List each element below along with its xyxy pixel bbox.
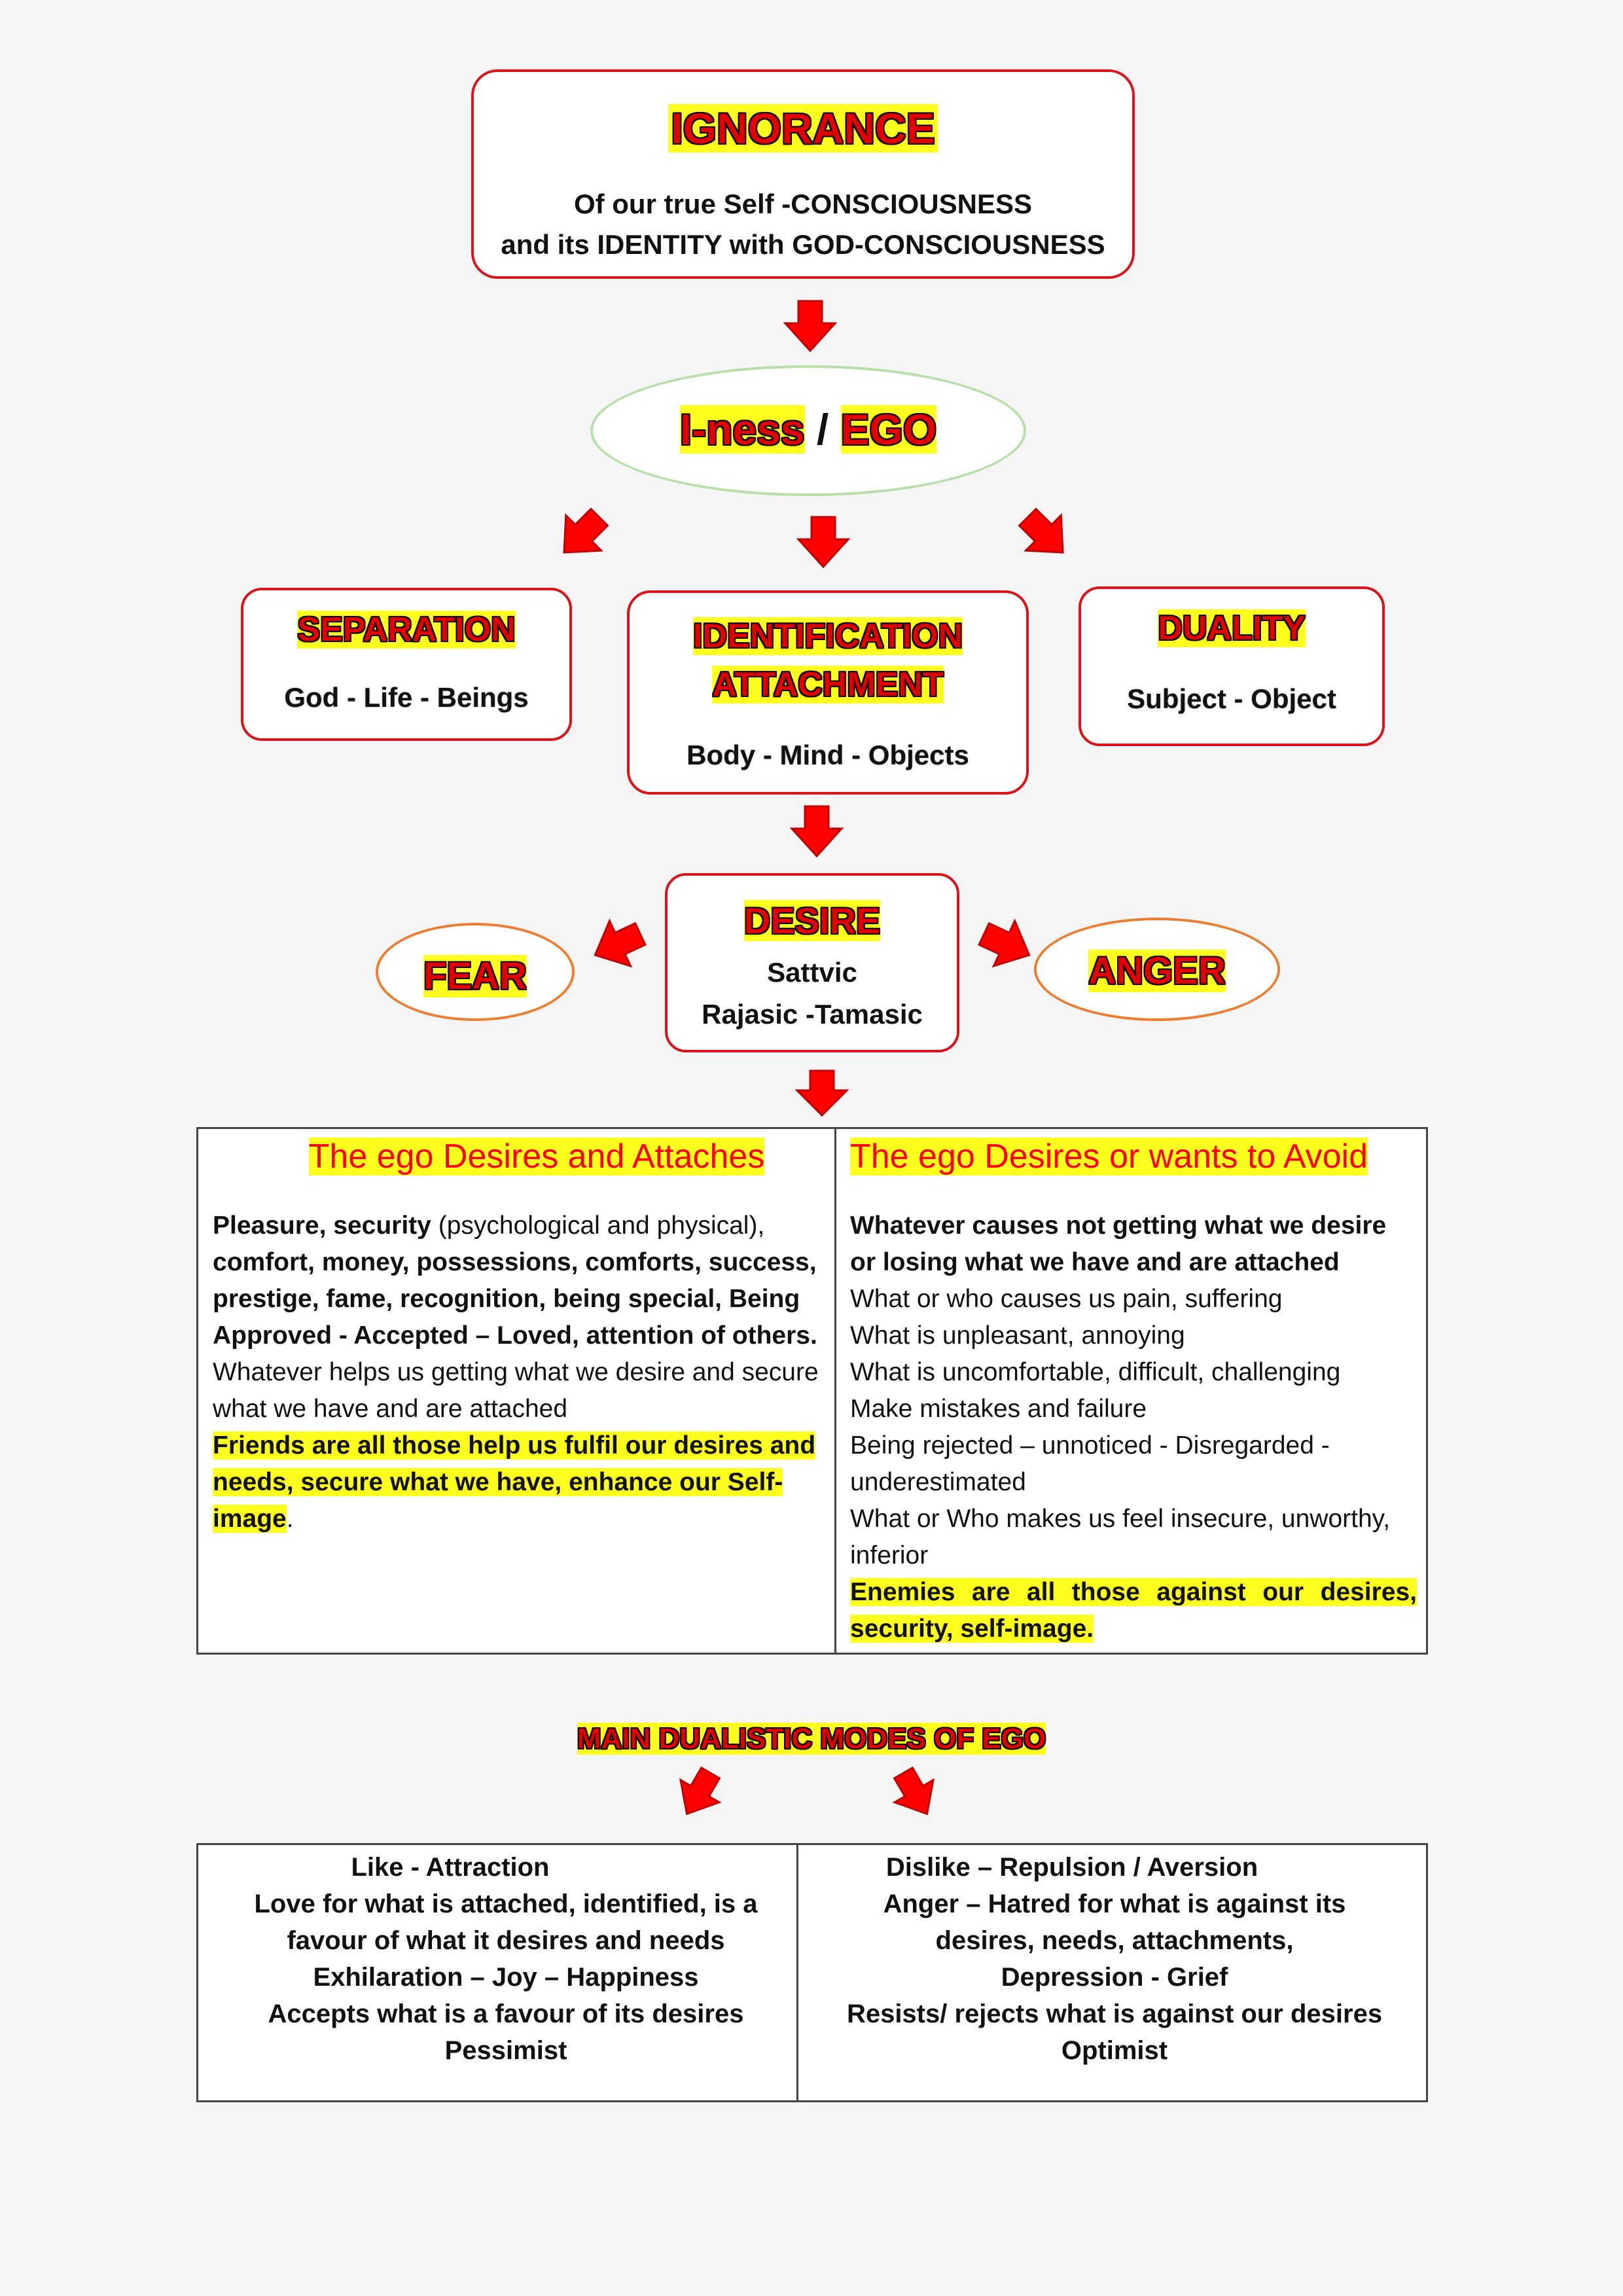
separation-title: SEPARATION: [297, 611, 516, 649]
avoid-line: What or who causes us pain, suffering: [850, 1285, 1283, 1313]
avoid-column: The ego Desires or wants to Avoid Whatev…: [850, 1129, 1417, 1647]
arrow-down-icon: [794, 1069, 849, 1117]
avoid-heading: The ego Desires or wants to Avoid: [850, 1138, 1368, 1175]
dislike-line4: Resists/ rejects what is against our des…: [846, 2000, 1383, 2028]
ego-separator: /: [804, 405, 841, 454]
fear-title: FEAR: [423, 955, 527, 997]
duality-box: DUALITY Subject - Object: [1079, 586, 1385, 746]
arrow-down-left-icon: [563, 507, 609, 554]
arrow-down-right-icon: [1018, 507, 1064, 554]
like-line1: Like - Attraction: [351, 1853, 550, 1882]
attaches-bold2: comfort, money, possessions, comforts, s…: [213, 1248, 817, 1350]
avoid-line: Being rejected – unnoticed - Disregarded…: [850, 1431, 1330, 1496]
duality-title: DUALITY: [1158, 609, 1306, 647]
desires-table: The ego Desires and Attaches Pleasure, s…: [196, 1127, 1428, 1655]
dislike-line1: Dislike – Repulsion / Aversion: [885, 1853, 1258, 1882]
dislike-column: Dislike – Repulsion / Aversion Anger – H…: [813, 1849, 1416, 2069]
ignorance-box: IGNORANCE Of our true Self -CONSCIOUSNES…: [471, 69, 1135, 279]
dislike-line3: Depression - Grief: [1001, 1963, 1228, 1992]
like-column: Like - Attraction Love for what is attac…: [238, 1849, 774, 2069]
arrow-left-icon: [594, 918, 647, 968]
desire-box: DESIRE Sattvic Rajasic -Tamasic: [665, 873, 959, 1052]
fear-oval: FEAR: [376, 923, 575, 1021]
desire-line1: Sattvic: [767, 957, 857, 988]
ignorance-line1: Of our true Self -CONSCIOUSNESS: [573, 188, 1033, 219]
avoid-bold: Whatever causes not getting what we desi…: [850, 1211, 1387, 1276]
separation-box: SEPARATION God - Life - Beings: [241, 588, 572, 741]
avoid-line: Make mistakes and failure: [850, 1395, 1147, 1423]
avoid-line: What or Who makes us feel insecure, unwo…: [850, 1505, 1391, 1570]
ego-part2: EGO: [840, 405, 937, 454]
modes-title: MAIN DUALISTIC MODES OF EGO: [577, 1723, 1046, 1755]
arrow-down-icon: [789, 805, 844, 858]
attaches-highlight: Friends are all those help us fulfil our…: [213, 1431, 816, 1533]
anger-title: ANGER: [1088, 950, 1226, 992]
ignorance-line2: and its IDENTITY with GOD-CONSCIOUSNESS: [501, 229, 1105, 260]
attaches-period: .: [286, 1505, 294, 1533]
ego-oval: I-ness / EGO: [590, 365, 1026, 496]
arrow-right-icon: [978, 918, 1031, 968]
identification-box: IDENTIFICATION ATTACHMENT Body - Mind - …: [627, 590, 1029, 795]
avoid-highlight: Enemies are all those against our desire…: [850, 1578, 1417, 1643]
like-line4: Accepts what is a favour of its desires: [268, 2000, 744, 2028]
attaches-normal1: (psychological and physical),: [431, 1211, 765, 1240]
attaches-column: The ego Desires and Attaches Pleasure, s…: [213, 1129, 821, 1537]
attachment-title: ATTACHMENT: [712, 666, 944, 704]
attaches-heading: The ego Desires and Attaches: [308, 1138, 765, 1175]
avoid-line: What is uncomfortable, difficult, challe…: [850, 1358, 1341, 1386]
duality-sub: Subject - Object: [1127, 683, 1336, 714]
arrow-down-right-icon: [892, 1766, 935, 1816]
like-line3: Exhilaration – Joy – Happiness: [313, 1963, 699, 1992]
attaches-normal2: Whatever helps us getting what we desire…: [213, 1358, 819, 1423]
attaches-bold1: Pleasure, security: [213, 1211, 431, 1240]
dislike-line5: Optimist: [1061, 2036, 1168, 2065]
identification-title: IDENTIFICATION: [692, 617, 963, 655]
identification-sub: Body - Mind - Objects: [687, 740, 969, 770]
arrow-down-left-icon: [679, 1766, 722, 1816]
ego-part1: I-ness: [679, 405, 805, 454]
modes-table: Like - Attraction Love for what is attac…: [196, 1843, 1428, 2102]
arrow-down-icon: [783, 300, 838, 353]
like-line2: Love for what is attached, identified, i…: [254, 1890, 758, 1955]
dislike-line2: Anger – Hatred for what is against its d…: [883, 1890, 1346, 1955]
desire-title: DESIRE: [743, 900, 881, 941]
separation-sub: God - Life - Beings: [284, 682, 529, 713]
arrow-down-icon: [796, 516, 851, 569]
like-line5: Pessimist: [444, 2036, 567, 2065]
ignorance-title: IGNORANCE: [668, 104, 938, 152]
avoid-line: What is unpleasant, annoying: [850, 1321, 1185, 1350]
desire-line2: Rajasic -Tamasic: [702, 999, 923, 1030]
anger-oval: ANGER: [1034, 918, 1280, 1021]
